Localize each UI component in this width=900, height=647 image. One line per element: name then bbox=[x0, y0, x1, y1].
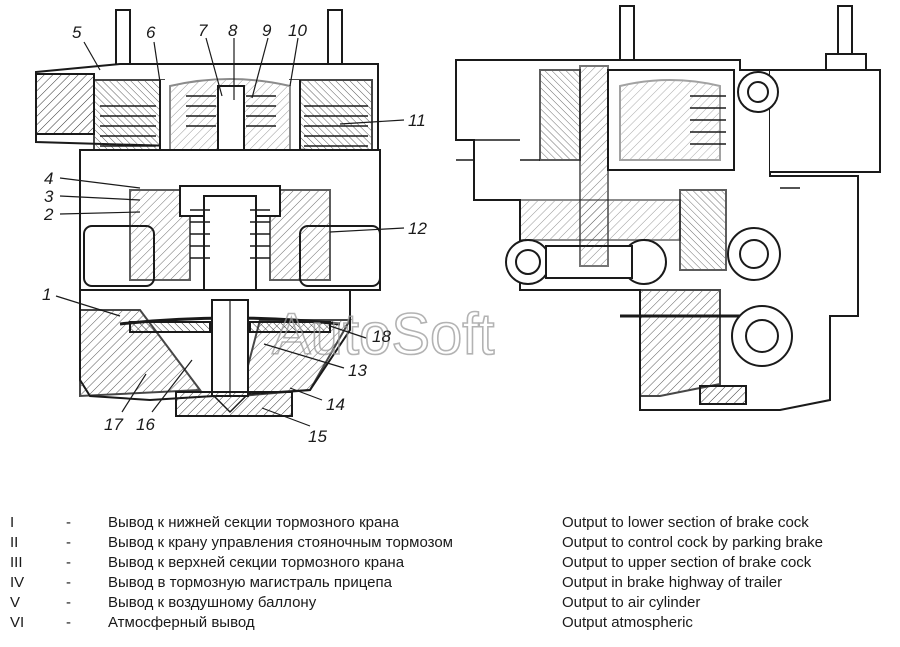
legend-ru-text: Вывод к воздушному баллону bbox=[108, 594, 317, 611]
callout-7: 7 bbox=[198, 21, 208, 40]
callout-2: 2 bbox=[43, 205, 54, 224]
legend-dash: - bbox=[66, 554, 71, 571]
legend-ru-text: Вывод к нижней секции тормозного крана bbox=[108, 514, 399, 531]
legend-numeral: IV bbox=[10, 574, 25, 591]
callout-12: 12 bbox=[408, 219, 427, 238]
legend-numeral: VI bbox=[10, 614, 25, 631]
callout-4: 4 bbox=[44, 169, 53, 188]
callout-9: 9 bbox=[262, 21, 272, 40]
legend-dash: - bbox=[66, 614, 71, 631]
callout-17: 17 bbox=[104, 415, 123, 434]
callout-11: 11 bbox=[408, 111, 426, 130]
legend-en-text: Output to control cock by parking brake bbox=[562, 534, 823, 551]
legend-numeral: III bbox=[10, 554, 23, 571]
legend-ru-text: Атмосферный вывод bbox=[108, 614, 255, 631]
legend-en-text: Output in brake highway of trailer bbox=[562, 574, 783, 591]
callout-18: 18 bbox=[372, 327, 391, 346]
callout-14: 14 bbox=[326, 395, 345, 414]
legend-ru-text: Вывод к верхней секции тормозного крана bbox=[108, 554, 405, 571]
callout-8: 8 bbox=[228, 21, 238, 40]
callout-16: 16 bbox=[136, 415, 155, 434]
legend-en-text: Output atmospheric bbox=[562, 614, 693, 631]
watermark: AutoSoft bbox=[272, 302, 494, 367]
legend-numeral: V bbox=[10, 594, 21, 611]
callout-5: 5 bbox=[72, 23, 82, 42]
valve-cross-section-drawing: AutoSoft 5 6 7 8 9 10 11 4 3 2 12 1 18 bbox=[35, 5, 881, 446]
callout-10: 10 bbox=[288, 21, 307, 40]
legend-en-text: Output to air cylinder bbox=[562, 594, 701, 611]
legend-dash: - bbox=[66, 514, 71, 531]
legend-ru-text: Вывод к крану управления стояночным торм… bbox=[108, 534, 453, 551]
legend-ru-text: Вывод в тормозную магистраль прицепа bbox=[108, 574, 392, 591]
legend: I - Вывод к нижней секции тормозного кра… bbox=[0, 513, 900, 647]
callout-1: 1 bbox=[42, 285, 51, 304]
callout-13: 13 bbox=[348, 361, 367, 380]
legend-en-text: Output to lower section of brake cock bbox=[562, 514, 809, 531]
callout-15: 15 bbox=[308, 427, 327, 446]
legend-numeral: II bbox=[10, 534, 19, 551]
callout-3: 3 bbox=[44, 187, 54, 206]
left-section-view bbox=[35, 9, 381, 417]
legend-dash: - bbox=[66, 574, 71, 591]
legend-dash: - bbox=[66, 594, 71, 611]
callout-6: 6 bbox=[146, 23, 156, 42]
legend-en-text: Output to upper section of brake cock bbox=[562, 554, 812, 571]
legend-numeral: I bbox=[10, 514, 15, 531]
leader-lines bbox=[55, 37, 405, 427]
legend-dash: - bbox=[66, 534, 71, 551]
right-external-view bbox=[455, 5, 881, 411]
callout-labels: 5 6 7 8 9 10 11 4 3 2 12 1 18 13 14 15 1… bbox=[42, 21, 427, 446]
